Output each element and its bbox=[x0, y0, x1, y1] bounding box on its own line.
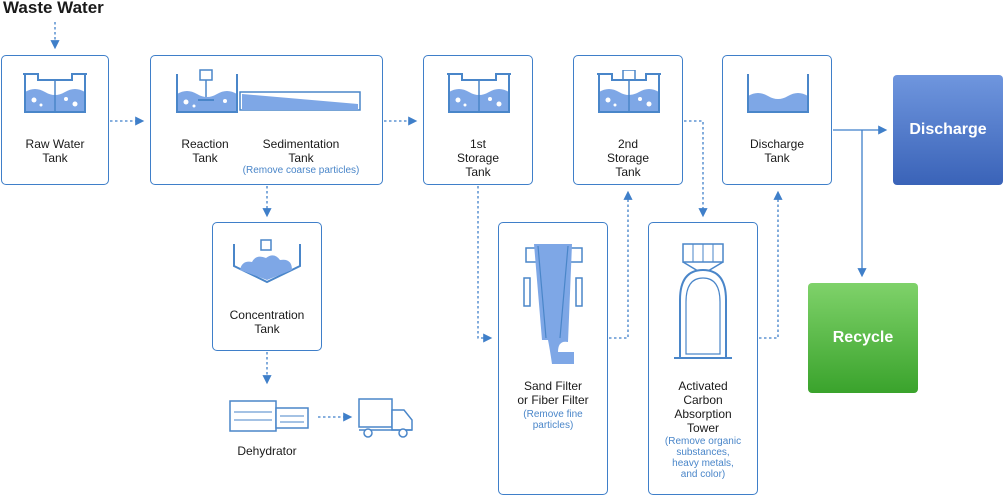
dehydrator-machine-icon bbox=[229, 400, 309, 432]
discharge-tank-box bbox=[722, 55, 832, 185]
truck-icon bbox=[358, 398, 413, 438]
sedimentation-note: (Remove coarse particles) bbox=[242, 165, 360, 176]
reaction-tank-label: Reaction Tank bbox=[181, 137, 229, 165]
concentration-tank-label: Concentration Tank bbox=[229, 308, 305, 336]
dehydrator-label: Dehydrator bbox=[237, 444, 297, 458]
raw-water-tank-label: Raw Water Tank bbox=[25, 137, 85, 165]
discharge-output: Discharge bbox=[893, 75, 1003, 185]
arrow-carbon-to-discharge bbox=[759, 190, 783, 339]
storage2-tank-icon bbox=[597, 70, 661, 113]
storage2-tank-label: 2nd Storage Tank bbox=[606, 137, 650, 179]
arrow-storage1-to-sandfilter bbox=[477, 186, 493, 343]
sand-filter-label: Sand Filter or Fiber Filter bbox=[517, 379, 589, 407]
storage1-tank-label: 1st Storage Tank bbox=[456, 137, 500, 179]
carbon-tower-note: (Remove organic substances, heavy metals… bbox=[664, 436, 742, 480]
reaction-tank-icon bbox=[176, 69, 238, 113]
discharge-tank-label: Discharge Tank bbox=[749, 137, 805, 165]
concentration-tank-box bbox=[212, 222, 322, 351]
discharge-tank-icon bbox=[747, 74, 809, 113]
sedimentation-tank-icon bbox=[239, 91, 361, 111]
second-storage-tank-box bbox=[573, 55, 683, 185]
carbon-tower-label: Activated Carbon Absorption Tower bbox=[674, 379, 732, 435]
concentration-tank-icon bbox=[233, 239, 301, 284]
sand-filter-note: (Remove fine particles) bbox=[523, 409, 583, 431]
arrow-sandfilter-to-storage2 bbox=[609, 190, 633, 339]
arrow-storage2-to-carbon bbox=[684, 120, 708, 218]
storage1-tank-icon bbox=[447, 73, 511, 113]
raw-water-tank-icon bbox=[23, 73, 87, 113]
diagram-title: Waste Water bbox=[3, 0, 104, 17]
sand-filter-icon bbox=[523, 244, 583, 364]
carbon-tower-icon bbox=[674, 243, 732, 359]
raw-water-tank-box bbox=[1, 55, 109, 185]
sedimentation-tank-label: Sedimentation Tank bbox=[262, 137, 340, 165]
recycle-output: Recycle bbox=[808, 283, 918, 393]
first-storage-tank-box bbox=[423, 55, 533, 185]
reaction-sedimentation-box bbox=[150, 55, 383, 185]
